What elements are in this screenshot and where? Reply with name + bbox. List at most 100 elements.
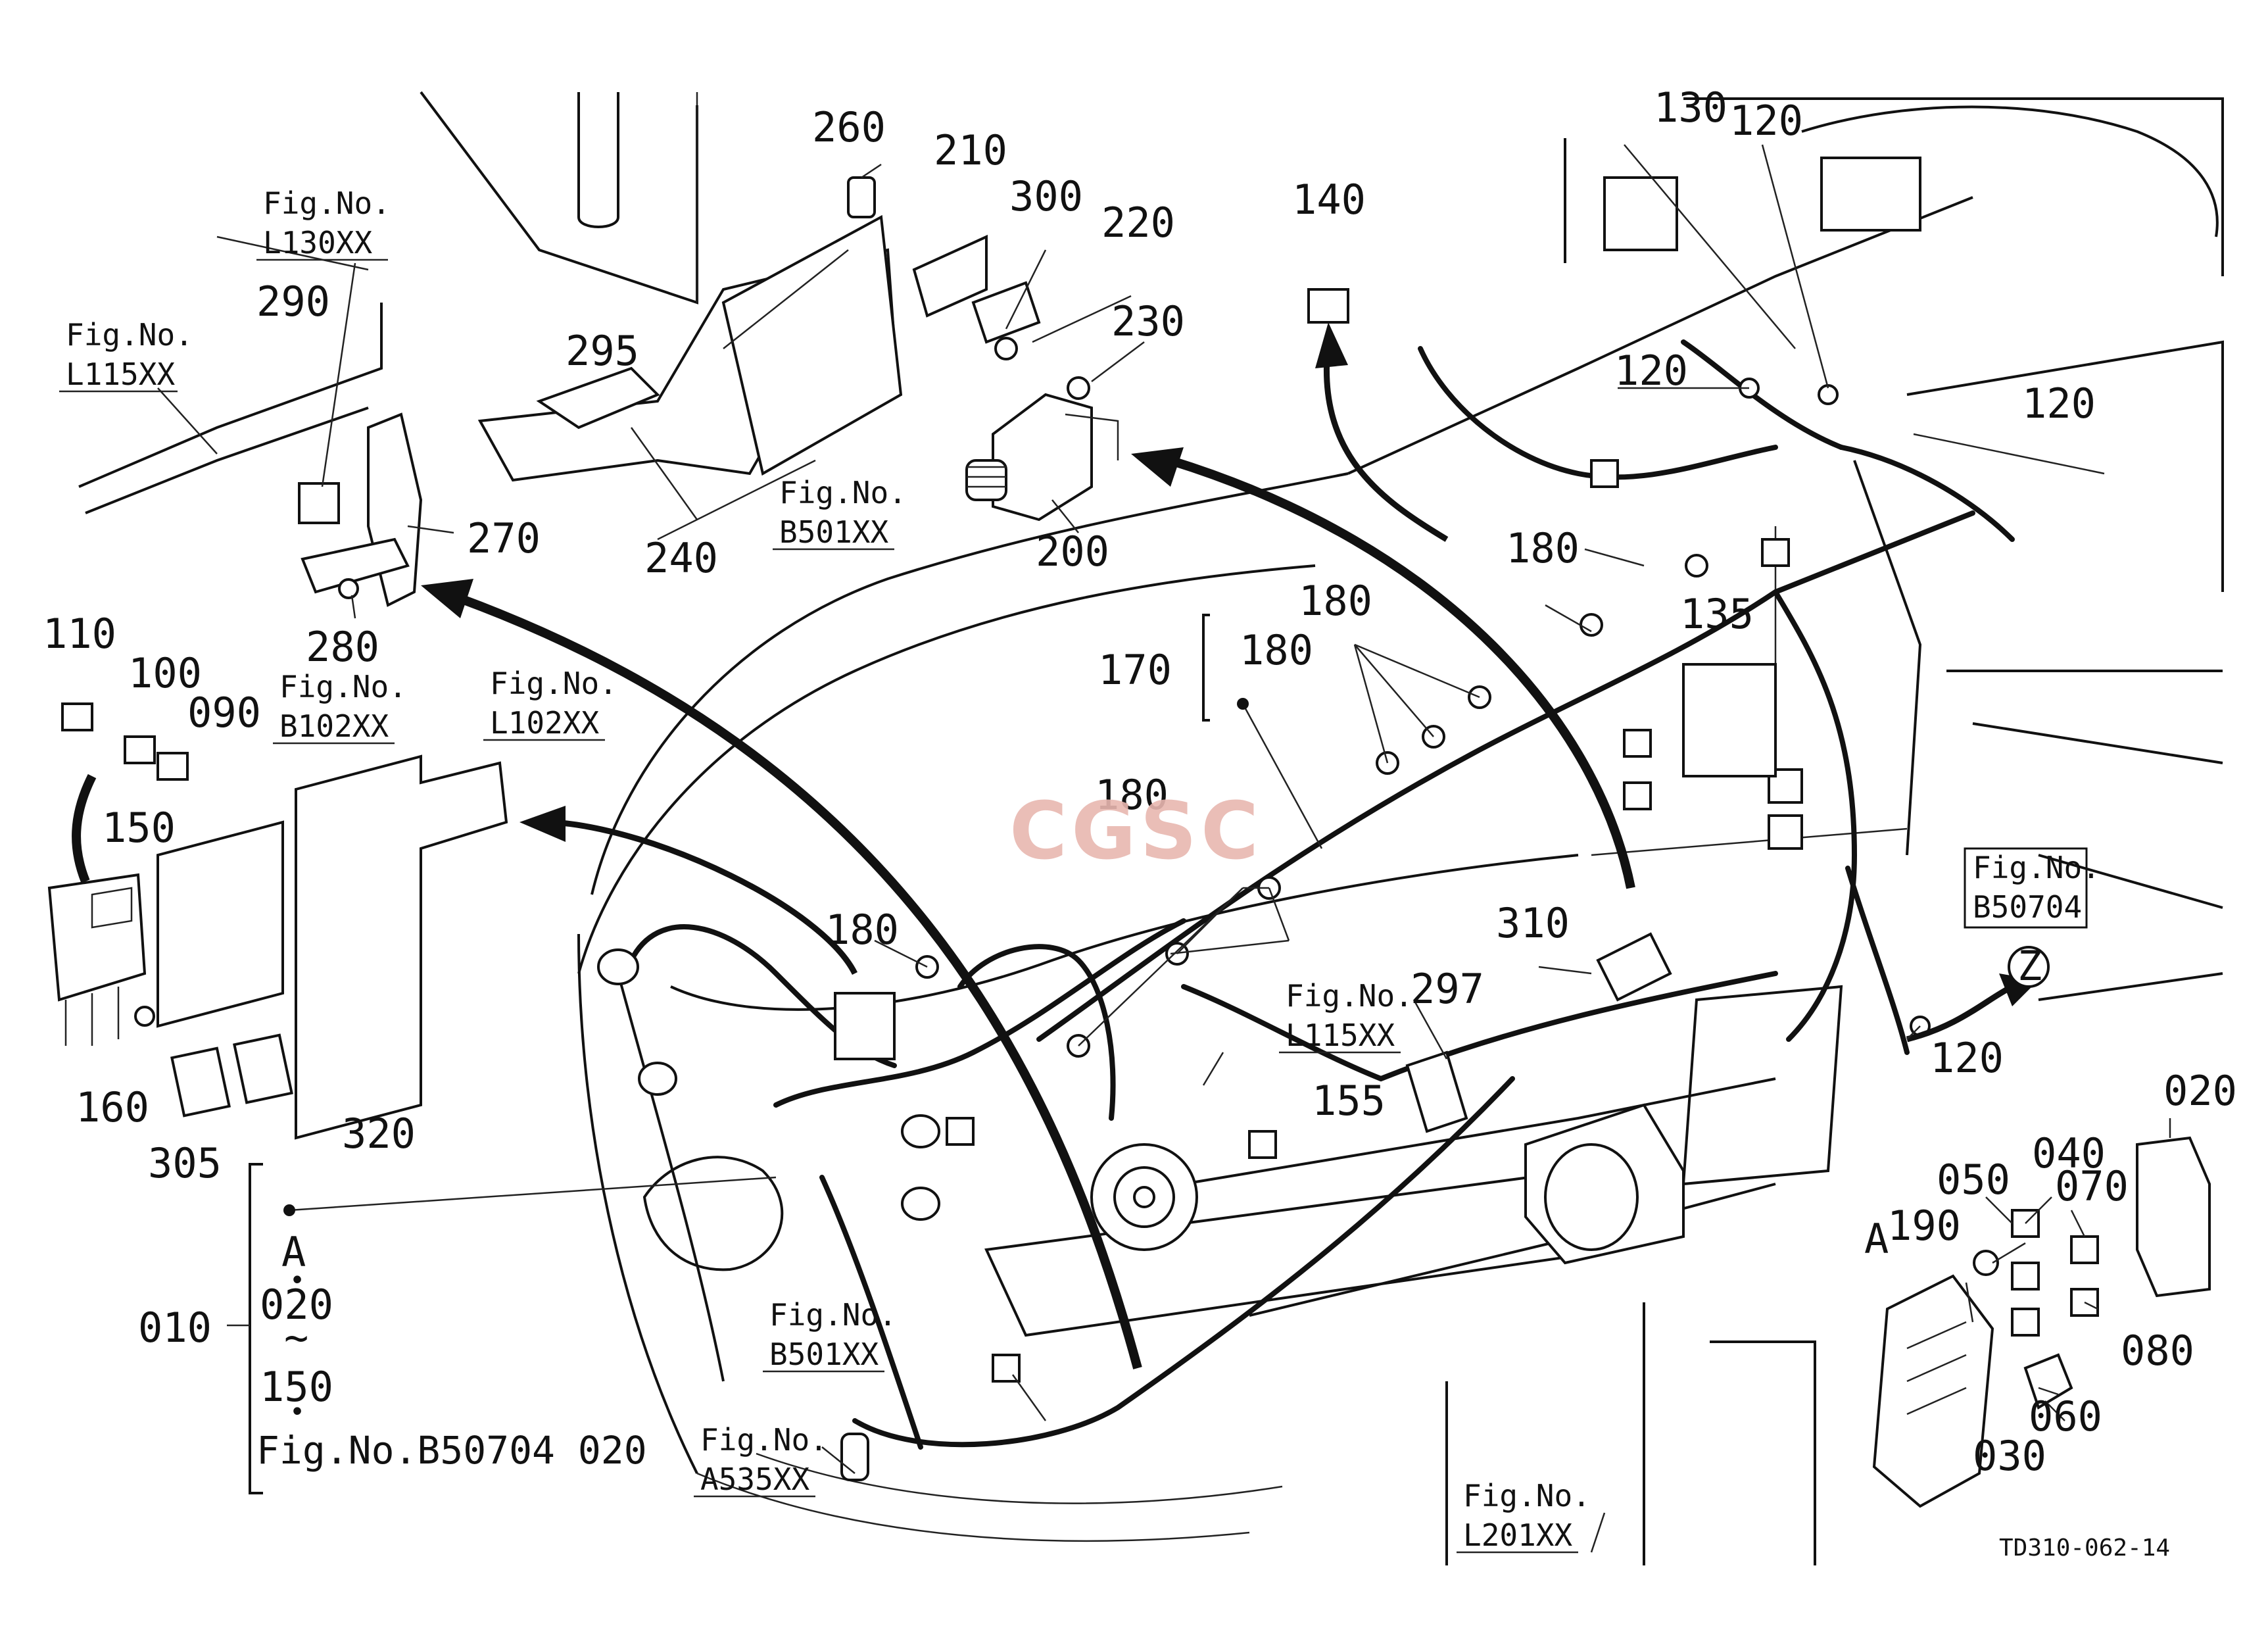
fig-ref-l115-mid: L115XX [1286,1018,1395,1053]
label-210: 210 [934,126,1007,174]
connector [1590,459,1619,488]
fuse-050 [2011,1262,2040,1291]
fig-label-l115-left: Fig.No. [66,317,193,353]
label-030: 030 [1973,1432,2046,1480]
legend-footer: Fig.No.B50704 020 [256,1428,647,1473]
fig-ref-l115-left: L115XX [66,356,175,392]
legend-010: A • 020 ~ 150 • Fig.No.B50704 020 [256,1228,647,1473]
fig-ref-a535: A535XX [700,1462,809,1497]
fig-label-b501-top: Fig.No. [779,475,907,510]
connector [1768,814,1803,850]
drawing-code: TD310-062-14 [1999,1535,2170,1561]
pin-260 [847,176,876,218]
label-110: 110 [43,610,116,658]
fig-label-b501-bottom: Fig.No. [769,1297,897,1333]
label-260: 260 [812,103,886,151]
ecu-box [1603,176,1678,251]
label-120-c: 120 [2022,380,2096,428]
pad-305 [170,1046,231,1118]
left-bracket-assembly [78,303,423,607]
label-270: 270 [467,514,541,562]
fig-ref-b501-bottom: B501XX [769,1337,879,1372]
figure-reference-labels: Fig.No. L130XX Fig.No. L115XX Fig.No. B1… [59,185,2100,1554]
relay-150 [47,873,147,1002]
legend-tilde: ~ [284,1314,308,1362]
label-120-b: 120 [1614,347,1688,395]
label-080: 080 [2121,1327,2194,1375]
label-135: 135 [1680,590,1754,638]
label-060: 060 [2029,1392,2102,1440]
label-180-b: 180 [1095,771,1169,819]
connector-block [834,992,896,1060]
label-100: 100 [128,649,202,697]
pad-320 [233,1033,293,1104]
fuse-070 [2070,1235,2099,1264]
connector [1761,538,1790,567]
label-180-d: 180 [1240,626,1313,674]
label-200: 200 [1036,528,1109,576]
bracket-270 [367,412,423,607]
fuse-060 [2011,1308,2040,1337]
legend-020: 020 [260,1281,333,1329]
fig-box-b50704 [1964,847,2088,929]
label-280: 280 [306,623,379,671]
fig-ref-b102: B102XX [279,708,389,744]
controller [1682,663,1777,777]
pad-290 [298,482,340,524]
harness-connectors [834,157,1921,1383]
label-010: 010 [138,1304,212,1352]
fuse-box [1872,1136,2211,1508]
fuse-puller-030 [2023,1353,2073,1410]
connector [1248,1130,1277,1159]
brace-170 [1202,614,1210,722]
label-120-d: 120 [1930,1034,2004,1082]
label-305: 305 [148,1139,222,1187]
label-180-c: 180 [1299,577,1372,625]
label-180-e: 180 [1506,524,1580,572]
arrowhead-270 [421,579,473,618]
headlamps [597,948,940,1221]
control-unit [1820,157,1921,232]
screw-160 [134,1006,155,1027]
fuse-090 [157,752,189,781]
clamp-310 [1596,932,1672,1002]
bracket-210 [912,234,988,318]
fig-label-l201: Fig.No. [1463,1478,1591,1513]
fig-label-l130: Fig.No. [263,185,391,221]
bracket-295 [536,366,660,430]
fuse-110 [61,702,93,731]
label-180-a: 180 [825,906,899,954]
arrowhead-200 [1131,447,1184,487]
label-290: 290 [256,278,330,326]
screw-220 [994,337,1018,360]
fig-label-a535: Fig.No. [700,1422,828,1458]
label-050: 050 [1937,1156,2010,1204]
plate-300 [721,214,903,476]
leader-lines [157,144,2171,1553]
connector [1623,781,1652,810]
clamp-297 [1405,1050,1468,1133]
legend-dot-1: • [289,1266,305,1296]
watermark: CGSC [1009,786,1263,877]
legend-150: 150 [260,1363,333,1411]
label-310: 310 [1496,899,1570,947]
fig-ref-l130: L130XX [263,225,372,260]
fig-label-b50704: Fig.No. [1973,850,2100,885]
main-wiring-harness [629,339,2015,1450]
left-mid-assembly [47,702,508,1140]
ref-dot-170 [1237,698,1249,710]
label-a-fuse: A [1864,1215,1889,1263]
connector-140 [1307,288,1349,324]
label-070: 070 [2055,1162,2129,1210]
label-020-cover: 020 [2163,1067,2237,1115]
screw-230 [1067,376,1090,400]
label-240: 240 [644,534,718,582]
label-120-a: 120 [1729,97,1803,145]
fig-ref-b50704: B50704 [1973,889,2082,925]
label-300: 300 [1009,172,1083,220]
label-220: 220 [1101,199,1175,247]
brace-010 [249,1163,263,1494]
bracket-l102 [295,754,508,1140]
connector [946,1117,975,1146]
